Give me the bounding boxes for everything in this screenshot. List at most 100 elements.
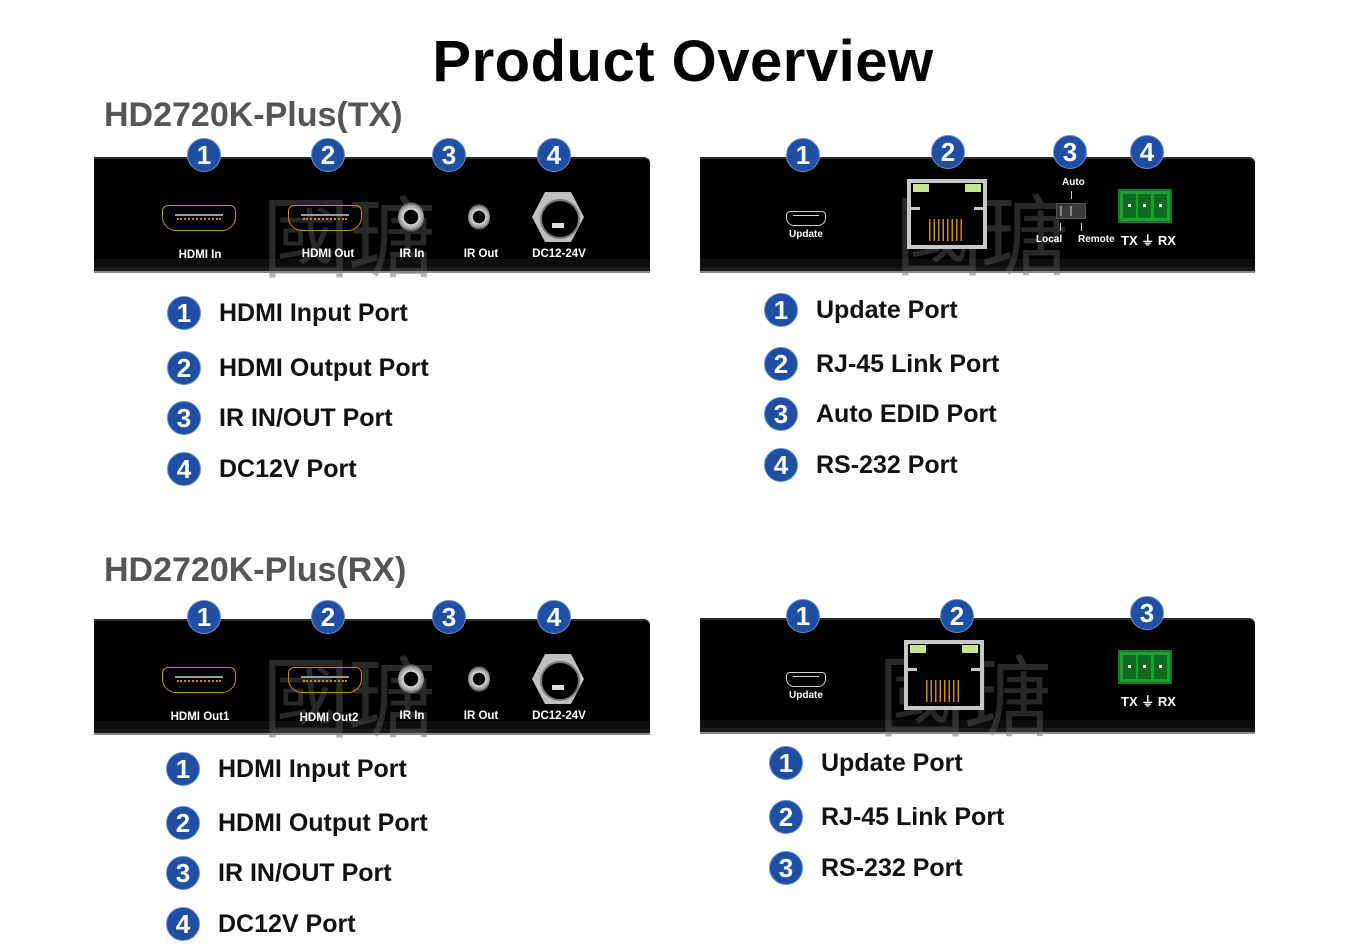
model-title-rx: HD2720K-Plus(RX) xyxy=(104,551,407,589)
ir-in-jack-icon xyxy=(398,664,424,694)
port-label: HDMI Out2 xyxy=(299,712,359,724)
number-badge: 3 xyxy=(769,851,803,885)
port-label: IR Out xyxy=(463,710,499,722)
legend-text: Auto EDID Port xyxy=(816,399,997,428)
legend-item: 1 HDMI Input Port xyxy=(166,752,407,786)
legend-item: 1 Update Port xyxy=(769,746,963,780)
update-label: Update xyxy=(789,229,823,240)
legend-text: HDMI Output Port xyxy=(219,353,429,382)
dc-power-jack-icon xyxy=(532,654,584,704)
number-badge: 1 xyxy=(187,600,221,634)
legend-item: 3 RS-232 Port xyxy=(769,851,963,885)
port-label: IR In xyxy=(399,248,425,260)
model-title-tx: HD2720K-Plus(TX) xyxy=(104,96,403,134)
number-badge: 1 xyxy=(786,138,820,172)
port-label: HDMI Out1 xyxy=(170,711,230,723)
number-badge: 2 xyxy=(167,351,201,385)
watermark: 國瑭 xyxy=(262,188,436,291)
legend-item: 1 HDMI Input Port xyxy=(167,296,408,330)
legend-item: 2 HDMI Output Port xyxy=(167,351,429,385)
port-label: IR In xyxy=(399,710,425,722)
page-title: Product Overview xyxy=(432,29,934,94)
number-badge: 1 xyxy=(166,752,200,786)
number-badge: 4 xyxy=(764,448,798,482)
legend-item: 2 RJ-45 Link Port xyxy=(769,800,1004,834)
number-badge: 3 xyxy=(432,600,466,634)
number-badge: 3 xyxy=(167,401,201,435)
number-badge: 3 xyxy=(166,856,200,890)
legend-text: RJ-45 Link Port xyxy=(821,802,1005,831)
hdmi-out-port-icon xyxy=(288,205,362,231)
legend-item: 4 DC12V Port xyxy=(166,907,356,941)
ir-out-jack-icon xyxy=(468,204,490,230)
number-badge: 2 xyxy=(764,347,798,381)
legend-text: RJ-45 Link Port xyxy=(816,349,1000,378)
terminal-label: TX ⏚ RX xyxy=(1121,694,1176,709)
tick-mark xyxy=(1060,223,1061,231)
legend-text: Update Port xyxy=(821,748,963,777)
micro-usb-port-icon xyxy=(786,672,826,687)
number-badge: 1 xyxy=(769,746,803,780)
legend-item: 2 RJ-45 Link Port xyxy=(764,347,999,381)
number-badge: 4 xyxy=(1130,135,1164,169)
tick-mark xyxy=(1071,191,1072,199)
number-badge: 2 xyxy=(769,800,803,834)
legend-item: 2 HDMI Output Port xyxy=(166,806,428,840)
legend-text: Update Port xyxy=(816,295,958,324)
port-label: HDMI In xyxy=(178,249,222,261)
tx-rear-panel: 國瑭 Update Auto Local Remote TX ⏚ RX xyxy=(700,157,1255,289)
legend-text: DC12V Port xyxy=(219,454,357,483)
hdmi-in-port-icon xyxy=(162,205,236,231)
legend-item: 3 IR IN/OUT Port xyxy=(166,856,392,890)
ir-in-jack-icon xyxy=(398,202,424,232)
number-badge: 1 xyxy=(764,293,798,327)
number-badge: 2 xyxy=(166,806,200,840)
tick-mark xyxy=(1081,223,1082,231)
rx-rear-panel: 國瑭 Update TX ⏚ RX xyxy=(700,618,1255,750)
legend-text: IR IN/OUT Port xyxy=(219,403,393,432)
hdmi-out1-port-icon xyxy=(162,667,236,693)
ir-out-jack-icon xyxy=(468,666,490,692)
dc-power-jack-icon xyxy=(532,192,584,242)
number-badge: 1 xyxy=(167,296,201,330)
legend-text: HDMI Input Port xyxy=(218,754,407,783)
terminal-label: TX ⏚ RX xyxy=(1121,233,1176,248)
port-label: DC12-24V xyxy=(532,248,586,260)
number-badge: 3 xyxy=(1130,596,1164,630)
port-label: HDMI Out xyxy=(301,248,355,260)
number-badge: 4 xyxy=(166,907,200,941)
legend-text: RS-232 Port xyxy=(816,450,958,479)
legend-item: 3 IR IN/OUT Port xyxy=(167,401,393,435)
rj45-port-icon xyxy=(904,640,984,710)
rs232-terminal-icon xyxy=(1118,189,1172,223)
hdmi-out2-port-icon xyxy=(288,667,362,693)
legend-item: 1 Update Port xyxy=(764,293,958,327)
number-badge: 4 xyxy=(537,138,571,172)
number-badge: 1 xyxy=(786,599,820,633)
number-badge: 2 xyxy=(311,600,345,634)
legend-text: IR IN/OUT Port xyxy=(218,858,392,887)
number-badge: 4 xyxy=(167,452,201,486)
number-badge: 3 xyxy=(764,397,798,431)
port-label: DC12-24V xyxy=(532,710,586,722)
number-badge: 2 xyxy=(940,599,974,633)
tx-front-panel: 國瑭 HDMI In HDMI Out IR In IR Out DC12-24… xyxy=(94,157,650,291)
micro-usb-port-icon xyxy=(786,211,826,226)
port-label: IR Out xyxy=(463,248,499,260)
switch-label-remote: Remote xyxy=(1078,234,1115,245)
number-badge: 3 xyxy=(1053,135,1087,169)
rj45-port-icon xyxy=(907,179,987,249)
number-badge: 1 xyxy=(187,138,221,172)
legend-item: 3 Auto EDID Port xyxy=(764,397,997,431)
legend-text: RS-232 Port xyxy=(821,853,963,882)
edid-switch[interactable] xyxy=(1056,203,1086,219)
legend-item: 4 DC12V Port xyxy=(167,452,357,486)
legend-text: HDMI Input Port xyxy=(219,298,408,327)
number-badge: 4 xyxy=(537,600,571,634)
legend-text: HDMI Output Port xyxy=(218,808,428,837)
update-label: Update xyxy=(789,690,823,701)
rx-front-panel: 國瑭 HDMI Out1 HDMI Out2 IR In IR Out DC12… xyxy=(94,619,650,751)
number-badge: 3 xyxy=(432,138,466,172)
switch-label-local: Local xyxy=(1036,234,1063,245)
number-badge: 2 xyxy=(931,135,965,169)
